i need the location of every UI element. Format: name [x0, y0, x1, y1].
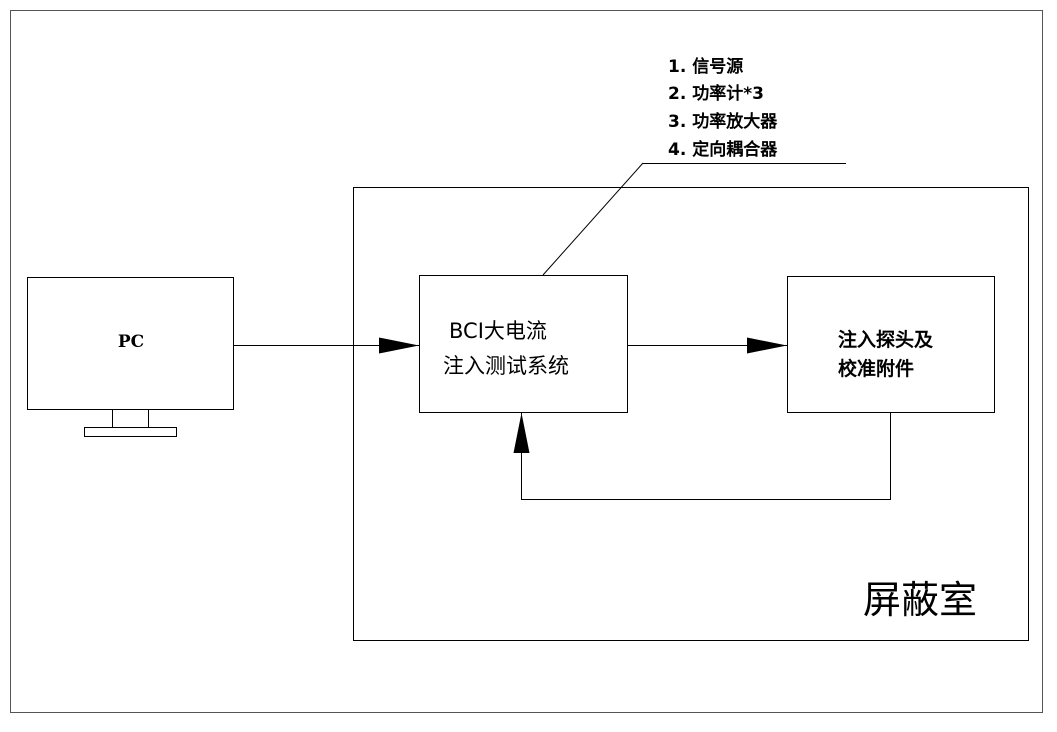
component-item-2: 2. 功率计*3 [668, 83, 764, 104]
bci-label-line1: BCI大电流 [449, 319, 547, 343]
outer-frame [10, 10, 1043, 713]
component-item-4: 4. 定向耦合器 [668, 139, 778, 160]
component-item-1: 1. 信号源 [668, 56, 743, 77]
pc-stand-base [84, 427, 177, 437]
bci-system-box [419, 275, 628, 413]
probe-label-line2: 校准附件 [838, 357, 914, 380]
feedback-probe-to-bci [513, 412, 891, 500]
component-item-3: 3. 功率放大器 [668, 111, 778, 132]
pc-label: PC [118, 332, 144, 352]
probe-label-line1: 注入探头及 [838, 328, 934, 351]
bci-label-line2: 注入测试系统 [443, 354, 569, 378]
pc-stand-neck [112, 409, 149, 428]
shielded-room-label: 屏蔽室 [863, 578, 977, 622]
callout-leader-line [542, 162, 644, 276]
shielded-room-box [353, 187, 1029, 641]
pc-monitor: PC [27, 277, 234, 437]
